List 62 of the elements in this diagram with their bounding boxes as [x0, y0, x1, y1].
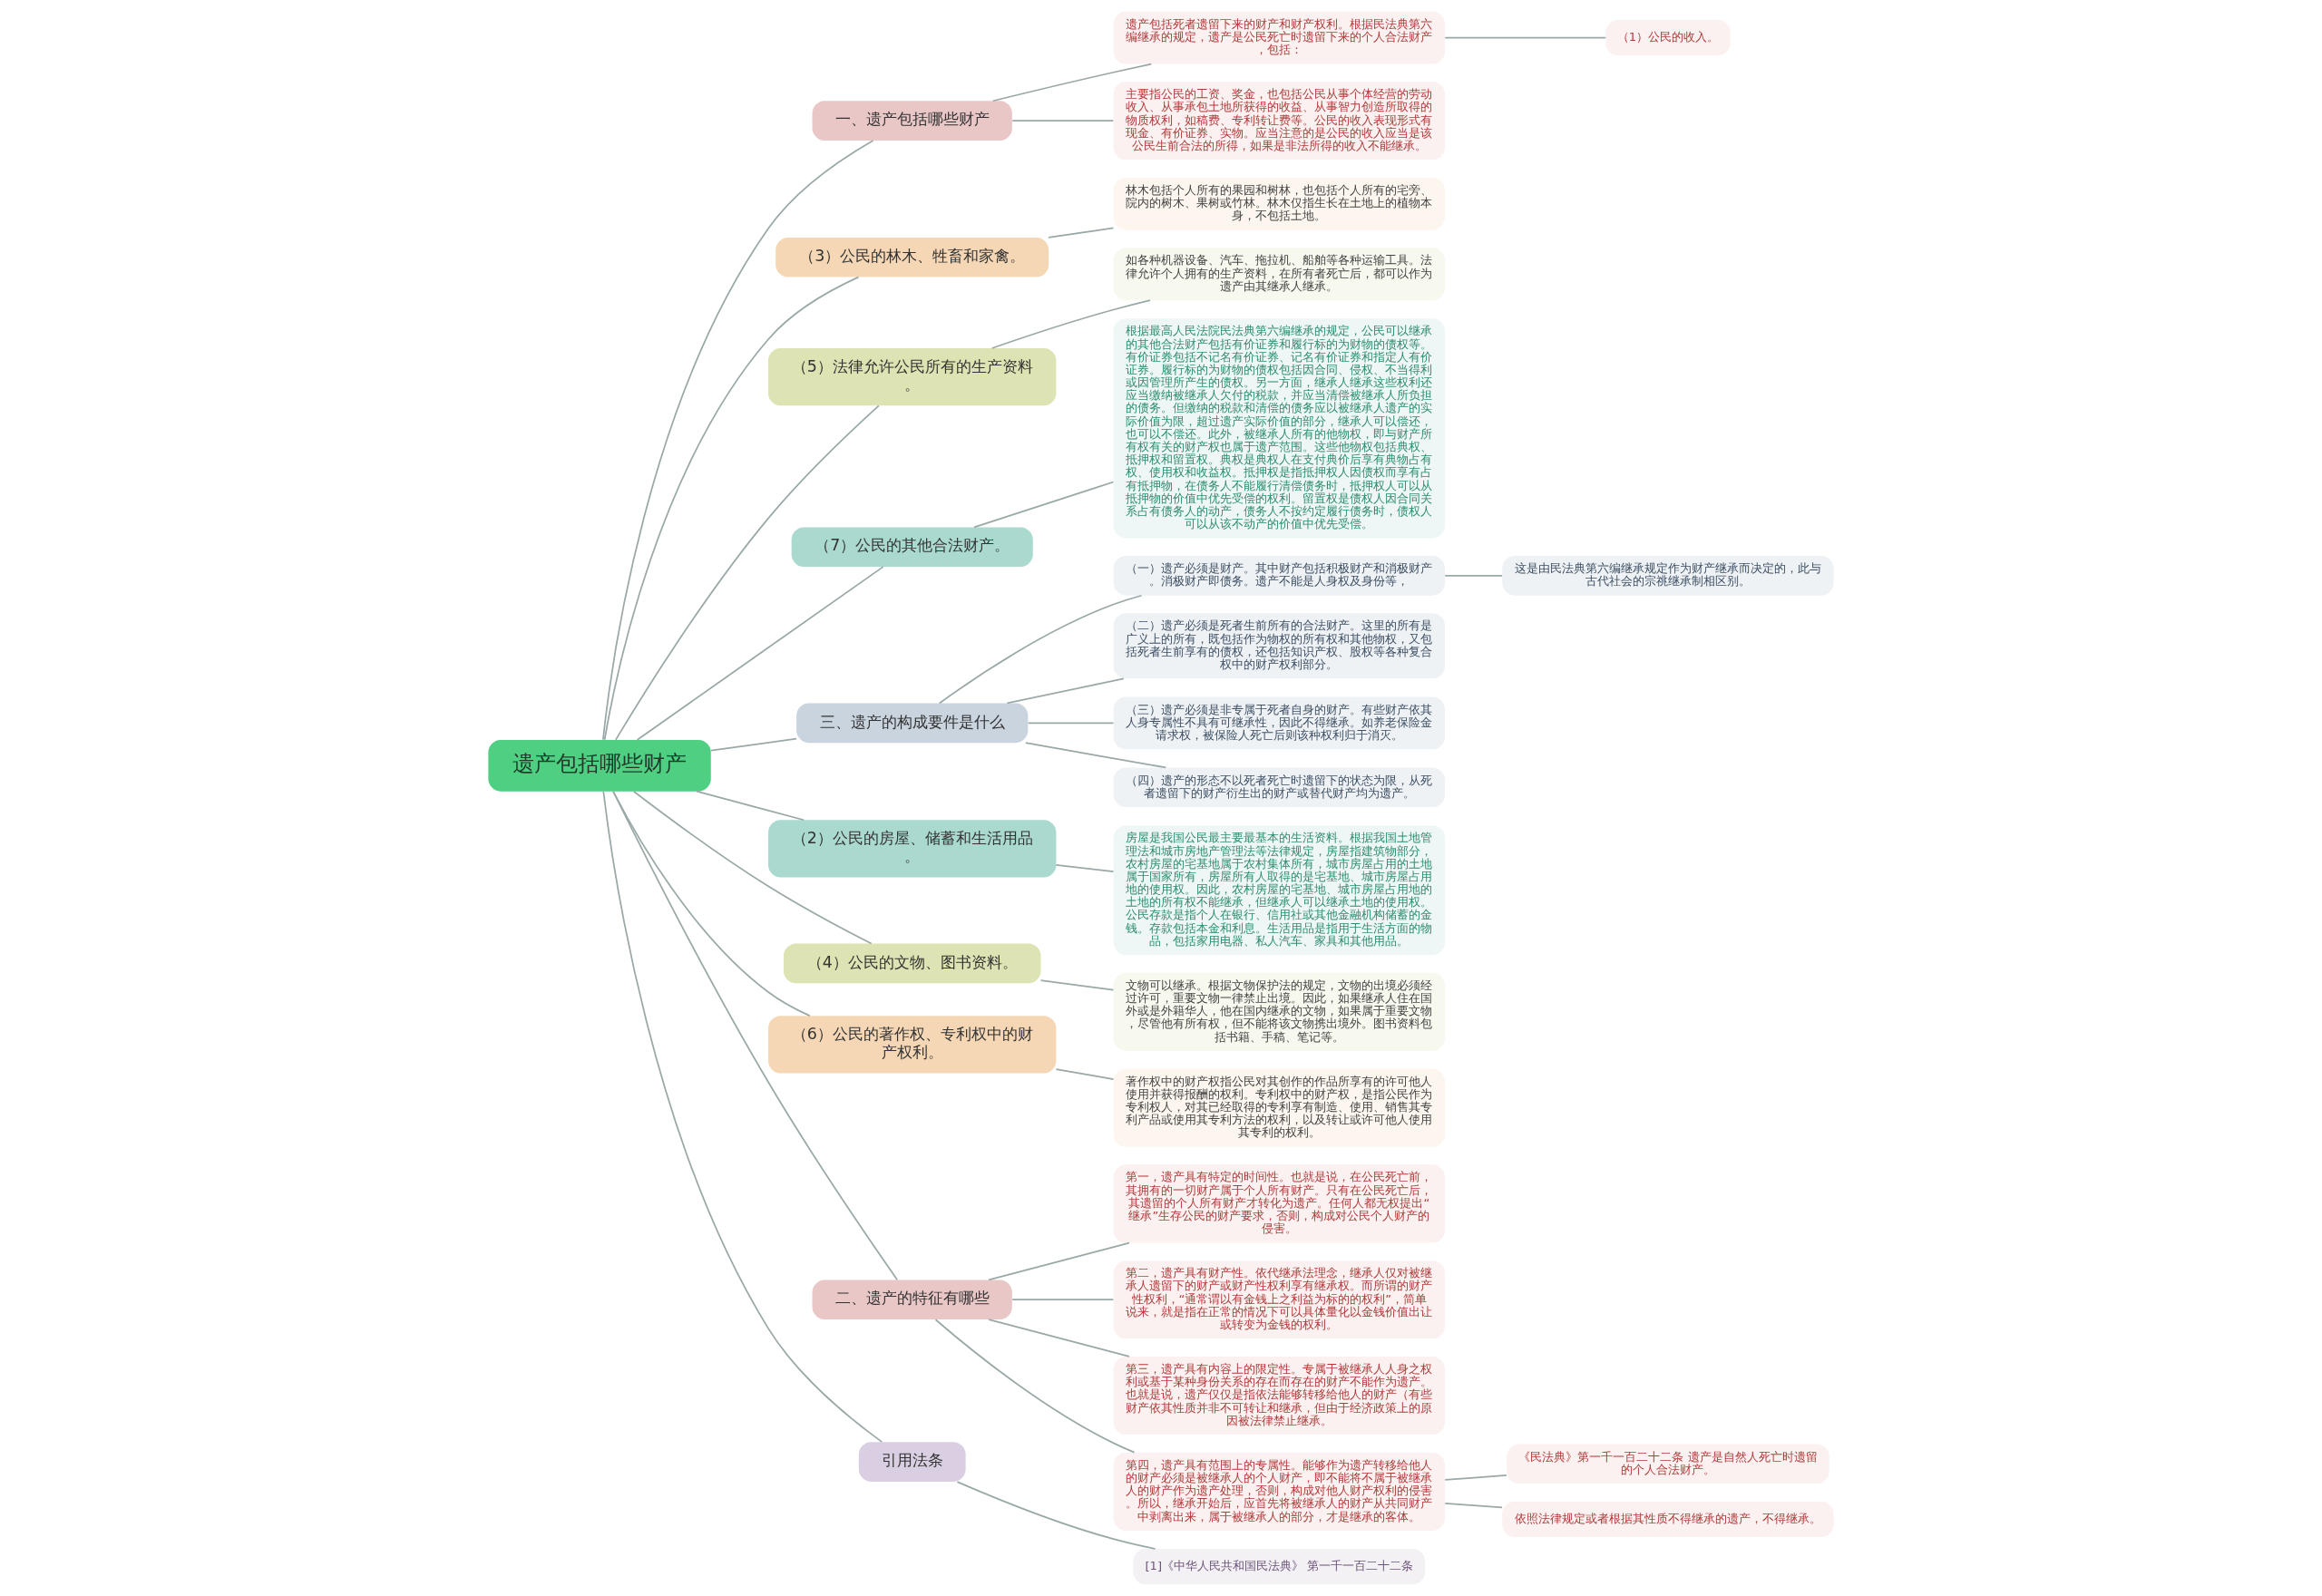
node-box: （4）公民的文物、图书资料。 [783, 943, 1041, 984]
connector [636, 566, 884, 741]
node-box: 一、遗产包括哪些财产 [812, 101, 1012, 141]
connector [1039, 979, 1115, 991]
node-box: （6）公民的著作权、专利权中的财产权利。 [768, 1016, 1057, 1074]
connector [632, 790, 873, 945]
node-box: 引用法条 [858, 1442, 966, 1482]
connector [990, 299, 1151, 349]
node-box: 第三，遗产具有内容上的限定性。专属于被继承人人身之权利或基于某种身份关系的存在而存在的财产不能作为遗产。也就是说，遗产仅仅是指依法能够转移给他人的财产（有些财产依其性质并非不可转让和继承，但由于经济政策上的原因被法律禁止继承。 [1113, 1356, 1445, 1435]
node-box: （5）法律允许公民所有的生产资料。 [768, 348, 1057, 406]
connector [1444, 575, 1503, 577]
connector [710, 737, 797, 752]
node-box: 文物可以继承。根据文物保护法的规定，文物的出境必须经过许可，重要文物一律禁止出境。因此，如果继承人住在国外或是外籍华人，他在国内继承的文物，如果属于重要文物，尽管他有所有权，但不能将该文物携出境外。图书资料包括书籍、手稿、笔记等。 [1113, 972, 1445, 1051]
node-box: 主要指公民的工资、奖金，也包括公民从事个体经营的劳动收入、从事承包土地所获得的收益、从事智力创造所取得的物质权利，如稿费、专利转让费等。公民的收入表现形式有现金、有价证券、实物。应当注意的是公民的收入应当是该公民生前合法的所得，如果是非法所得的收入不能继承。 [1113, 82, 1445, 161]
node-box: 第二，遗产具有财产性。依代继承法理念，继承人仅对被继承人遗留下的财产或财产性权利享有继承权。而所谓的财产性权利，“通常谓以有金钱上之利益为标的的权利”，简单说来，就是指在正常的情况下可以具体量化以金钱价值出让或转变为金钱的权利。 [1113, 1260, 1445, 1339]
connector [956, 1481, 1156, 1550]
node-box: （3）公民的林木、牲畜和家禽。 [776, 237, 1049, 277]
connector [991, 63, 1153, 102]
connector [934, 1319, 1136, 1454]
node-box: （2）公民的房屋、储蓄和生活用品。 [768, 820, 1057, 878]
node-box: （四）遗产的形态不以死者死亡时遗留下的状态为限，从死者遗留下的财产衍生出的财产或替代财产均为遗产。 [1113, 767, 1445, 808]
connector [1011, 120, 1115, 122]
connector [1048, 227, 1115, 238]
connector [612, 790, 898, 1281]
node-box: [1]《中华人民共和国民法典》 第一千一百二十二条 [1133, 1549, 1426, 1585]
node-box: （7）公民的其他合法财产。 [791, 527, 1033, 568]
node-box: 遗产包括死者遗留下来的财产和财产权利。根据民法典第六编继承的规定，遗产是公民死亡时遗留下来的个人合法财产，包括： [1113, 11, 1445, 64]
connector [603, 276, 860, 741]
node-box: 三、遗产的构成要件是什么 [796, 703, 1029, 744]
connector [602, 140, 874, 741]
connector [988, 1319, 1130, 1358]
connector [1444, 36, 1607, 39]
connector [973, 481, 1115, 529]
connector [1027, 722, 1115, 725]
node-box: （三）遗产必须是非专属于死者自身的财产。有些财产依其人身专属性不具有可继承性，因此不得继承。如养老保险金请求权，被保险人死亡后则该种权利归于消灭。 [1113, 696, 1445, 750]
connector [1011, 1299, 1115, 1301]
node-box: 房屋是我国公民最主要最基本的生活资料。根据我国土地管理法和城市房地产管理法等法律规定，房屋指建筑物部分，农村房屋的宅基地属于农村集体所有，城市房屋占用的土地属于国家所有，房屋所有人取得的是宅基地、城市房屋占用地的使用权。因此，农村房屋的宅基地、城市房屋占用地的土地的所有权不能继承，但继承人可以继承土地的使用权。公民存款是指个人在银行、信用社或其他金融机构储蓄的金钱。存款包括本金和利息。生活用品是指用于生活方面的物品，包括家用电器、私人汽车、家具和其他用品。 [1113, 825, 1445, 956]
node-box: 第四，遗产具有范围上的专属性。能够作为遗产转移给他人的财产必须是被继承人的个人财产，即不能将不属于被继承人的财产作为遗产处理，否则，构成对他人财产权利的侵害。所以，继承开始后，应首先将被继承人的财产从共同财产中剥离出来，属于被继承人的部分，才是继承的客体。 [1113, 1452, 1445, 1531]
node-box: 第一，遗产具有特定的时间性。也就是说，在公民死亡前，其拥有的一切财产属于个人所有财产。只有在公民死亡后，其遗留的个人所有财产才转化为遗产。任何人都无权提出“继承”生存公民的财产要求，否则，构成对公民个人财产的侵害。 [1113, 1164, 1445, 1243]
connector [602, 790, 883, 1443]
connector [938, 594, 1143, 705]
node-box: 著作权中的财产权指公民对其创作的作品所享有的许可他人使用并获得报酬的权利。专利权中的财产权，是指公民作为专利权人，对其已经取得的专利享有制造、使用、销售其专利产品或使用其专利方法的权利，以及转让或许可他人使用其专利的权利。 [1113, 1068, 1445, 1147]
connector [614, 404, 880, 741]
connector [1006, 677, 1125, 705]
node-box: （二）遗产必须是死者生前所有的合法财产。这里的所有是广义上的所有，既包括作为物权的所有权和其他物权，又包括死者生前享有的债权，还包括知识产权、股权等各种复合权中的财产权利部分。 [1113, 613, 1445, 679]
connector [1055, 863, 1115, 872]
node-box: （1）公民的收入。 [1605, 19, 1731, 56]
node-box: 《民法典》第一千一百二十二条 遗产是自然人死亡时遗留的个人合法财产。 [1507, 1444, 1829, 1484]
node-box: 依照法律规定或者根据其性质不得继承的遗产，不得继承。 [1502, 1501, 1834, 1537]
node-box: 根据最高人民法院民法典第六编继承的规定，公民可以继承的其他合法财产包括有价证券和履行标的为财物的债权等。有价证券包括不记名有价证券、记名有价证券和指定人有价证券。履行标的为财物的债权包括因合同、侵权、不当得利或因管理所产生的债权。另一方面，继承人继承这些权利还应当缴纳被继承人欠付的税款，并应当清偿被继承人所负担的债务。但缴纳的税款和清偿的债务应以被继承人遗产的实际价值为限，超过遗产实际价值的部分，继承人可以偿还，也可以不偿还。此外，被继承人所有的他物权，即与财产所有权有关的财产权也属于遗产范围。这些他物权包括典权、抵押权和留置权。典权是典权人在支付典价后享有典物占有权、使用权和收益权。抵押权是指抵押权人因债权而享有占有抵押物，在债务人不能履行清偿债务时，抵押权人可以从抵押物的价值中优先受偿的权利。留置权是债权人因合同关系占有债务人的动产，债务人不按约定履行债务时，债权人可以从该不动产的价值中优先受偿。 [1113, 318, 1445, 539]
node-box: 如各种机器设备、汽车、拖拉机、船舶等各种运输工具。法律允许个人拥有的生产资料，在所有者死亡后，都可以作为遗产由其继承人继承。 [1113, 248, 1445, 301]
connector [1444, 1502, 1503, 1509]
connector [696, 790, 805, 822]
connector [988, 1241, 1130, 1281]
node-box: 林木包括个人所有的果园和树林，也包括个人所有的宅旁、院内的树木、果树或竹林。林木仅指生长在土地上的植物本身，不包括土地。 [1113, 177, 1445, 230]
node-box: 遗产包括哪些财产 [488, 739, 711, 792]
node-box: 二、遗产的特征有哪些 [812, 1280, 1012, 1320]
connector [1055, 1068, 1115, 1080]
connector [1024, 742, 1167, 769]
node-box: （一）遗产必须是财产。其中财产包括积极财产和消极财产。消极财产即债务。遗产不能是人身权及身份等， [1113, 556, 1445, 596]
node-box: 这是由民法典第六编继承规定作为财产继承而决定的，此与古代社会的宗祧继承制相区别。 [1502, 556, 1834, 596]
connector [1444, 1474, 1507, 1481]
